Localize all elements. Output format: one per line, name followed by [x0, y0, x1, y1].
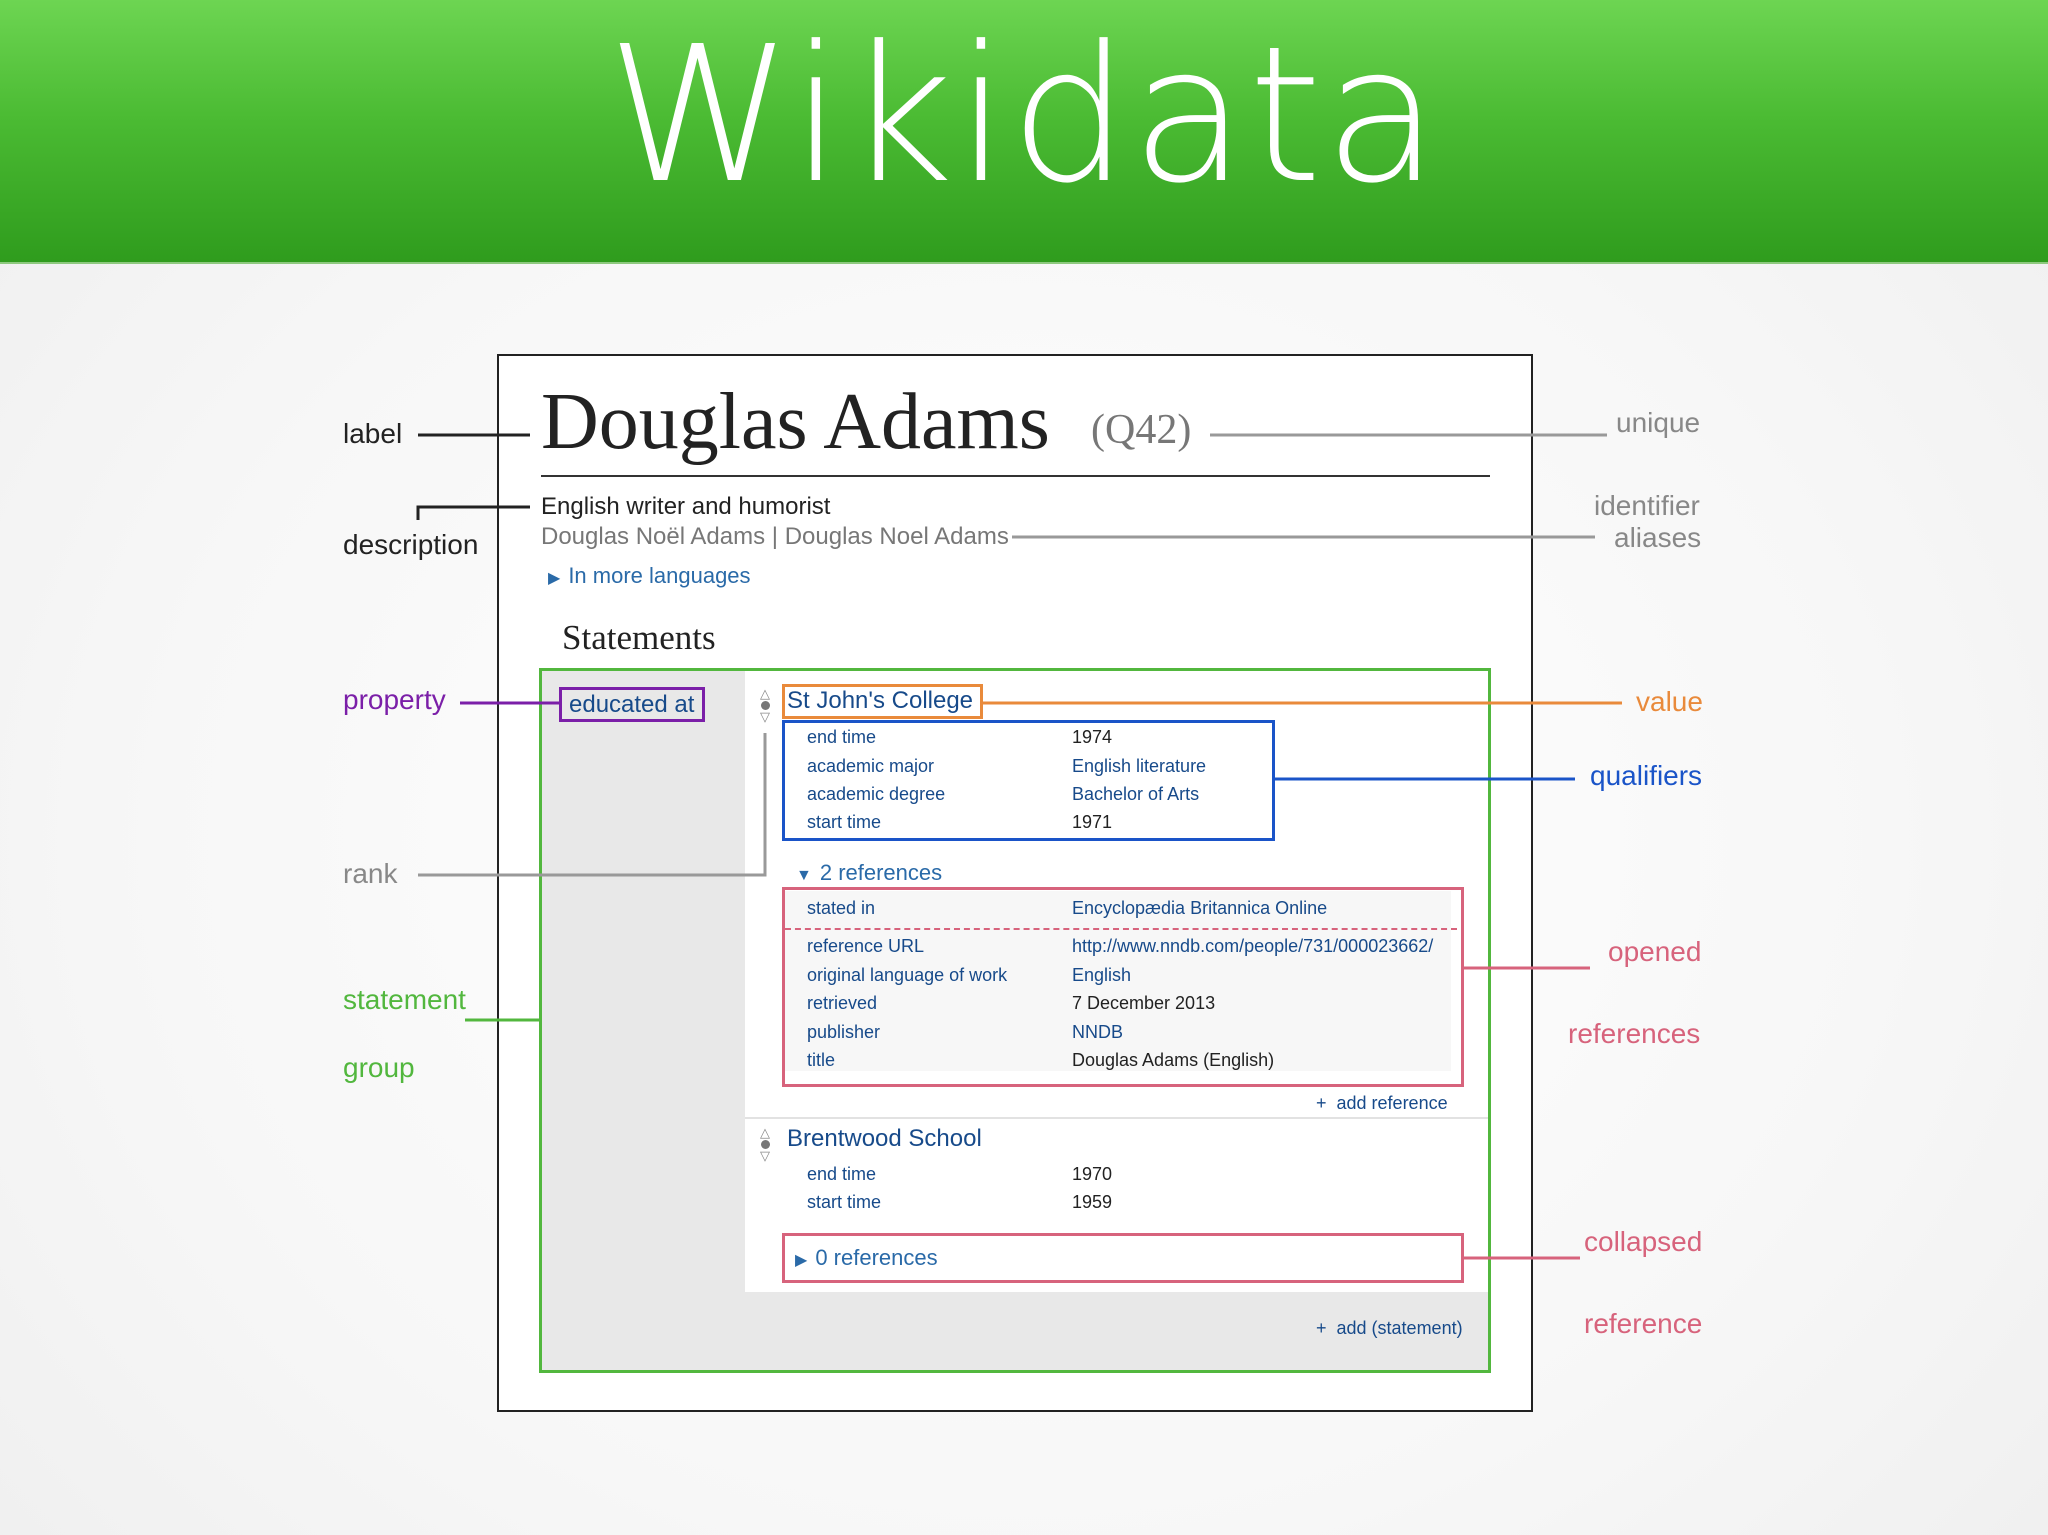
qualifier-property[interactable]: start time [807, 1192, 882, 1212]
qualifier-property[interactable]: end time [807, 727, 877, 747]
reference-value[interactable]: English [1072, 965, 1132, 985]
rank-selector-icon[interactable]: △▽ [760, 686, 770, 724]
qualifier-value: 1971 [1072, 812, 1113, 832]
reference-property[interactable]: original language of work [807, 965, 1008, 985]
plus-icon: + [1316, 1093, 1327, 1113]
item-label: Douglas Adams [541, 378, 1050, 466]
reference-value[interactable]: http://www.nndb.com/people/731/000023662… [1072, 936, 1434, 956]
more-languages-link[interactable]: ▶ In more languages [548, 563, 751, 589]
qualifier-value: 1959 [1072, 1192, 1113, 1212]
annotation-identifier: identifier [1594, 490, 1700, 521]
item-description: English writer and humorist [541, 493, 831, 520]
triangle-down-icon: ▼ [796, 867, 812, 884]
reference-value: 7 December 2013 [1072, 993, 1216, 1013]
statement-value[interactable]: Brentwood School [787, 1125, 982, 1152]
add-reference-label: add reference [1336, 1093, 1448, 1113]
reference-property[interactable]: reference URL [807, 936, 925, 956]
qualifier-value: 1974 [1072, 727, 1113, 747]
annotation-group: group [343, 1052, 415, 1083]
qualifier-property[interactable]: academic degree [807, 784, 946, 804]
annotation-qualifiers: qualifiers [1590, 760, 1703, 791]
annotation-references: references [1568, 1018, 1701, 1049]
annotation-aliases: aliases [1614, 522, 1702, 553]
banner-title: Wikidata [606, 6, 1442, 225]
value-highlight [782, 684, 983, 719]
add-statement-button[interactable]: + add (statement) [1316, 1318, 1463, 1339]
more-languages-label: In more languages [568, 563, 751, 588]
references-toggle-label: 2 references [819, 860, 943, 885]
references-toggle[interactable]: ▶ 0 references [795, 1245, 938, 1271]
property-link[interactable]: educated at [569, 691, 695, 718]
annotation-description: description [343, 529, 479, 560]
label-underline [541, 475, 1490, 477]
references-background [785, 891, 1451, 1071]
rank-selector-icon[interactable]: △▽ [760, 1125, 770, 1163]
plus-icon: + [1316, 1318, 1327, 1338]
annotation-label: label [343, 418, 403, 449]
statements-heading: Statements [562, 618, 716, 657]
header-banner: Wikidata [0, 0, 2048, 264]
add-statement-label: add (statement) [1336, 1318, 1463, 1338]
qualifier-value[interactable]: English literature [1072, 756, 1207, 776]
reference-property[interactable]: stated in [807, 898, 876, 918]
annotation-rank: rank [343, 858, 398, 889]
collapsed-reference-highlight [782, 1233, 1464, 1283]
item-id: (Q42) [1091, 407, 1192, 453]
reference-separator [785, 928, 1457, 930]
reference-property[interactable]: title [807, 1050, 836, 1070]
qualifiers-highlight [782, 720, 1275, 841]
add-reference-button[interactable]: + add reference [1316, 1093, 1448, 1114]
annotation-value: value [1636, 686, 1703, 717]
triangle-right-icon: ▶ [548, 570, 561, 587]
references-toggle-label: 0 references [815, 1245, 938, 1270]
annotation-collapsed: collapsed [1584, 1226, 1703, 1257]
annotation-unique: unique [1616, 407, 1701, 438]
opened-references-highlight [782, 887, 1464, 1087]
reference-value[interactable]: Encyclopædia Britannica Online [1072, 898, 1328, 918]
statement-value[interactable]: St John's College [787, 687, 974, 714]
reference-property[interactable]: publisher [807, 1022, 881, 1042]
item-aliases: Douglas Noël Adams | Douglas Noel Adams [541, 523, 1009, 550]
description-connector [416, 505, 530, 520]
reference-property[interactable]: retrieved [807, 993, 878, 1013]
reference-value: Douglas Adams (English) [1072, 1050, 1275, 1070]
references-toggle[interactable]: ▼ 2 references [796, 860, 942, 886]
annotation-reference: reference [1584, 1308, 1703, 1339]
qualifier-property[interactable]: start time [807, 812, 882, 832]
qualifier-property[interactable]: academic major [807, 756, 935, 776]
property-highlight [559, 687, 705, 722]
qualifier-value[interactable]: Bachelor of Arts [1072, 784, 1200, 804]
annotation-statement: statement [343, 984, 466, 1015]
qualifier-property[interactable]: end time [807, 1164, 877, 1184]
annotation-opened: opened [1608, 936, 1702, 967]
annotation-property: property [343, 684, 446, 715]
triangle-right-icon: ▶ [795, 1252, 808, 1269]
rank-connector [418, 733, 767, 877]
reference-value[interactable]: NNDB [1072, 1022, 1124, 1042]
qualifier-value: 1970 [1072, 1164, 1113, 1184]
statement-divider [745, 1117, 1488, 1119]
